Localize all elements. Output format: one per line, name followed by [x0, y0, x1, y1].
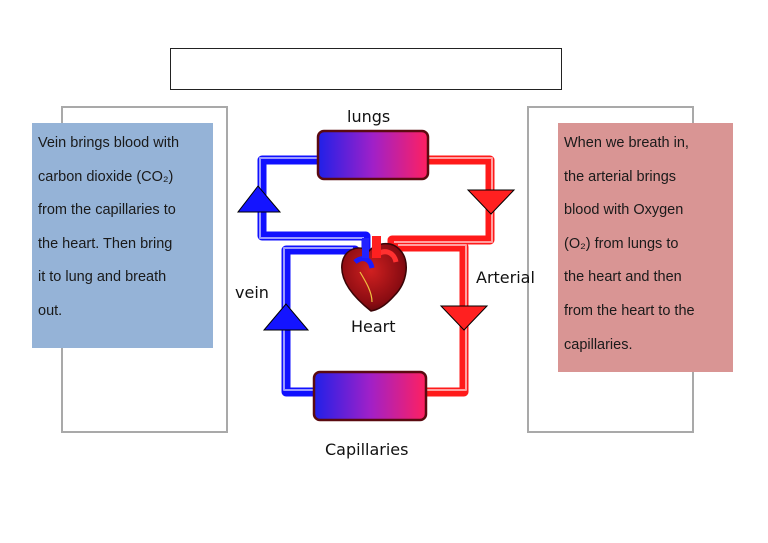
artery-arrow-down-lower	[439, 305, 489, 331]
heart-label: Heart	[351, 317, 396, 336]
lungs-label: lungs	[347, 107, 391, 126]
arterial-note-line: from the heart to the	[564, 302, 695, 319]
vein-label: vein	[235, 283, 269, 302]
capillaries-label: Capillaries	[325, 440, 409, 459]
vein-note-line: out.	[38, 302, 63, 319]
lungs-block	[316, 129, 430, 181]
vein-arrow-up-upper	[236, 185, 282, 213]
artery-arrow-down-upper	[466, 189, 516, 215]
arterial-note: When we breath in, the arterial brings b…	[558, 123, 733, 372]
vein-note-line: it to lung and breath	[38, 269, 167, 286]
arterial-note-line: capillaries.	[564, 336, 633, 353]
vein-note-line: carbon dioxide (CO₂)	[38, 168, 174, 185]
vein-note: Vein brings blood with carbon dioxide (C…	[32, 123, 213, 348]
arterial-note-line: the heart and then	[564, 269, 682, 286]
heart-icon	[341, 236, 407, 312]
vein-arrow-up-lower	[262, 303, 310, 331]
vein-note-line: Vein brings blood with	[38, 135, 180, 151]
arterial-note-line: When we breath in,	[564, 135, 689, 151]
arterial-note-line: the arterial brings	[564, 168, 677, 185]
title-box	[170, 48, 562, 90]
vein-note-line: the heart. Then bring	[38, 235, 173, 252]
capillaries-block	[312, 370, 428, 422]
arterial-label: Arterial	[476, 268, 535, 287]
vein-note-line: from the capillaries to	[38, 202, 176, 219]
arterial-note-line: (O₂) from lungs to	[564, 235, 679, 252]
arterial-note-line: blood with Oxygen	[564, 202, 684, 219]
